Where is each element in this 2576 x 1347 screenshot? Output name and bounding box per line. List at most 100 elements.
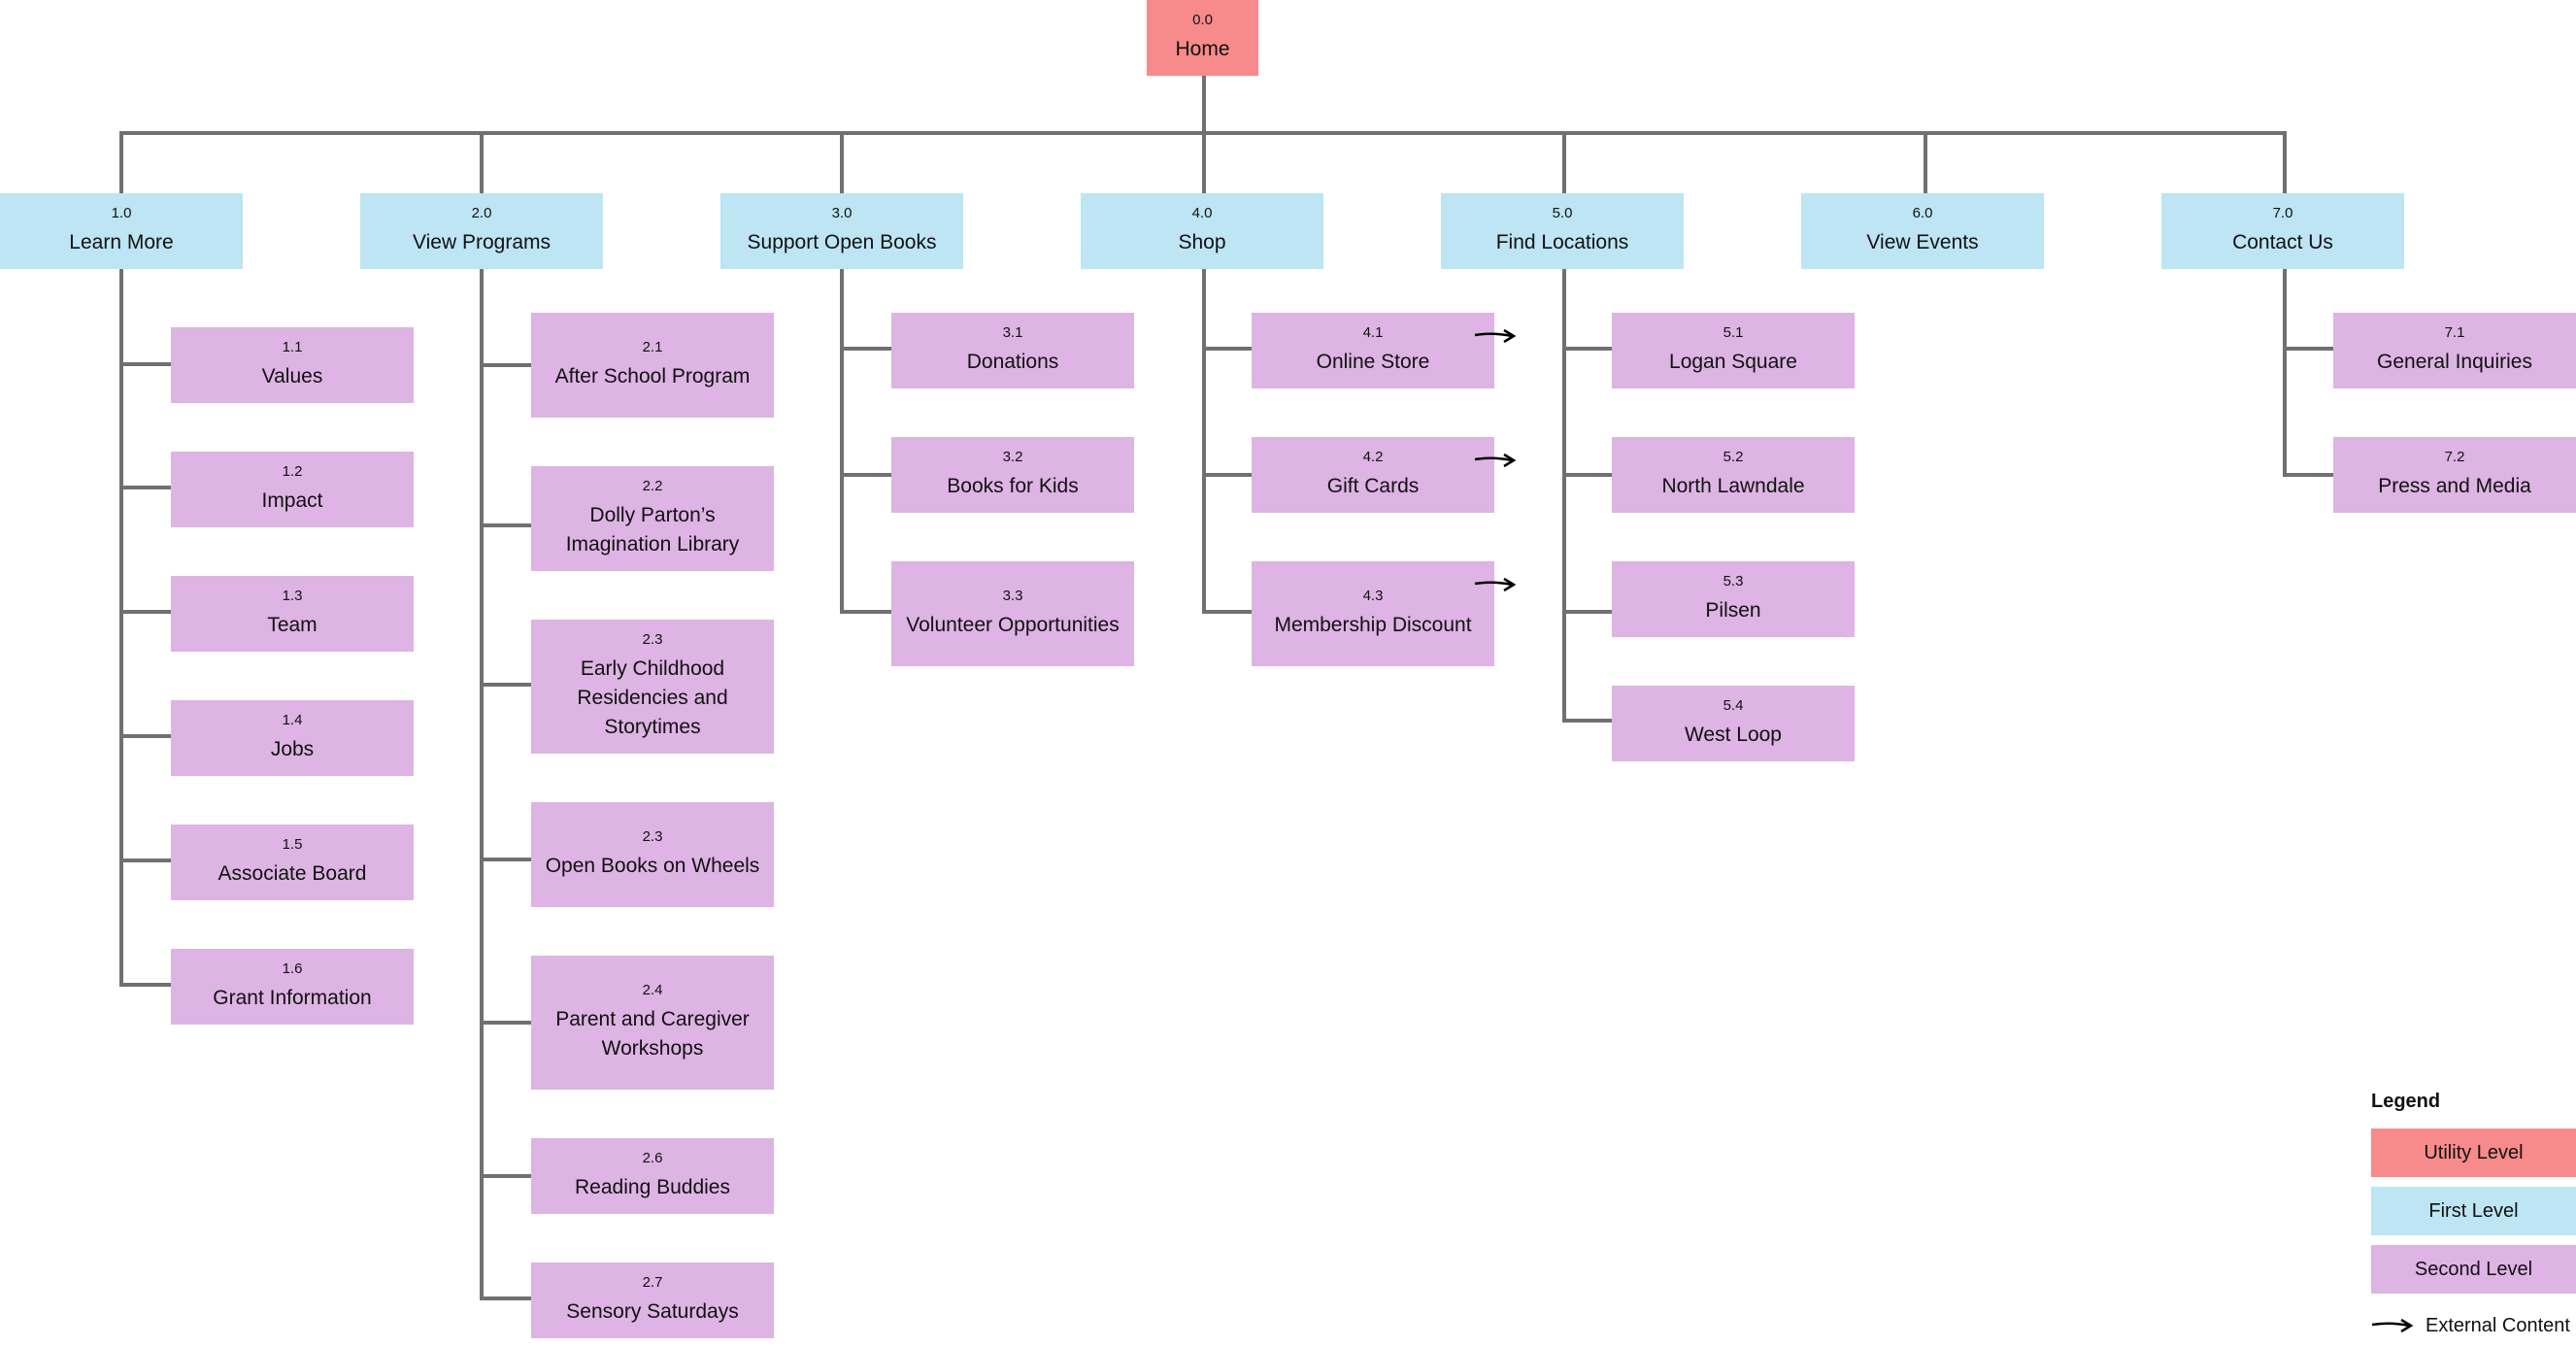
- node-label: Impact: [261, 489, 323, 512]
- node-label: Jobs: [270, 738, 315, 760]
- page-node-north-lawndale: 5.2 North Lawndale: [1612, 437, 1855, 513]
- node-label: Early Childhood Residencies and Storytim…: [577, 657, 728, 738]
- node-label: Pilsen: [1705, 599, 1761, 622]
- legend-second-level: Second Level: [2371, 1245, 2576, 1294]
- page-node-volunteer-opportunities: 3.3 Volunteer Opportunities: [891, 561, 1134, 666]
- node-number: 5.2: [1723, 449, 1744, 465]
- page-node-team: 1.3 Team: [171, 576, 414, 652]
- section-node-contact-us: 7.0 Contact Us: [2161, 193, 2404, 269]
- node-label: North Lawndale: [1661, 475, 1805, 497]
- node-label: Contact Us: [2232, 231, 2333, 253]
- page-node-after-school-program: 2.1 After School Program: [531, 313, 774, 418]
- node-number: 0.0: [1192, 12, 1213, 28]
- page-node-pilsen: 5.3 Pilsen: [1612, 561, 1855, 637]
- node-label: Press and Media: [2378, 475, 2531, 497]
- section-node-shop: 4.0 Shop: [1081, 193, 1323, 269]
- node-label: Learn More: [69, 231, 174, 253]
- legend-title: Legend: [2371, 1091, 2441, 1112]
- node-number: 1.2: [282, 463, 303, 480]
- node-number: 2.3: [642, 828, 663, 845]
- page-node-reading-buddies: 2.6 Reading Buddies: [531, 1138, 774, 1214]
- node-label: Volunteer Opportunities: [906, 614, 1120, 636]
- section-node-find-locations: 5.0 Find Locations: [1441, 193, 1684, 269]
- page-node-logan-square: 5.1 Logan Square: [1612, 313, 1855, 388]
- section-node-learn-more: 1.0 Learn More: [0, 193, 243, 269]
- node-number: 1.4: [282, 712, 303, 728]
- node-number: 1.1: [282, 339, 303, 355]
- node-number: 1.3: [282, 588, 303, 604]
- legend-utility-level: Utility Level: [2371, 1128, 2576, 1177]
- page-node-press-and-media: 7.2 Press and Media: [2333, 437, 2576, 513]
- node-label: Donations: [966, 351, 1059, 373]
- node-number: 2.6: [642, 1150, 663, 1166]
- node-label: Logan Square: [1669, 351, 1797, 373]
- node-label: Support Open Books: [747, 231, 937, 253]
- page-node-impact: 1.2 Impact: [171, 452, 414, 527]
- node-label: Values: [261, 365, 323, 387]
- node-number: 4.3: [1362, 588, 1384, 604]
- node-number: 4.2: [1362, 449, 1384, 465]
- legend-external-content: External Content: [2371, 1312, 2576, 1339]
- page-node-jobs: 1.4 Jobs: [171, 700, 414, 776]
- node-number: 2.1: [642, 339, 663, 355]
- node-number: 5.0: [1552, 205, 1573, 221]
- node-label: After School Program: [554, 365, 751, 387]
- node-label: Dolly Parton’s Imagination Library: [565, 504, 740, 556]
- node-number: 6.0: [1912, 205, 1933, 221]
- node-number: 2.7: [642, 1274, 663, 1291]
- node-label: Reading Buddies: [575, 1176, 730, 1198]
- node-label: Parent and Caregiver Workshops: [555, 1008, 750, 1060]
- node-number: 4.1: [1362, 324, 1384, 341]
- page-node-membership-discount: 4.3 Membership Discount: [1252, 561, 1494, 666]
- node-number: 5.1: [1723, 324, 1744, 341]
- page-node-associate-board: 1.5 Associate Board: [171, 825, 414, 900]
- node-label: Sensory Saturdays: [566, 1300, 739, 1323]
- page-node-books-for-kids: 3.2 Books for Kids: [891, 437, 1134, 513]
- node-label: West Loop: [1684, 724, 1782, 746]
- node-label: Find Locations: [1495, 231, 1629, 253]
- node-number: 1.0: [111, 205, 132, 221]
- node-label: Open Books on Wheels: [545, 855, 760, 877]
- node-number: 7.1: [2444, 324, 2465, 341]
- external-arrow-icon: [1474, 577, 1517, 592]
- external-arrow-icon: [1474, 328, 1517, 344]
- node-number: 3.3: [1002, 588, 1023, 604]
- node-number: 3.1: [1002, 324, 1023, 341]
- node-number: 3.0: [831, 205, 853, 221]
- node-label: Online Store: [1316, 351, 1430, 373]
- page-node-west-loop: 5.4 West Loop: [1612, 686, 1855, 761]
- node-number: 7.2: [2444, 449, 2465, 465]
- page-node-open-books-on-wheels: 2.3 Open Books on Wheels: [531, 802, 774, 907]
- section-node-view-programs: 2.0 View Programs: [360, 193, 603, 269]
- node-number: 2.0: [471, 205, 492, 221]
- external-arrow-icon: [1474, 453, 1517, 468]
- node-number: 2.2: [642, 478, 663, 494]
- node-label: General Inquiries: [2377, 351, 2532, 373]
- home-node: 0.0 Home: [1147, 0, 1258, 76]
- node-label: Gift Cards: [1326, 475, 1420, 497]
- node-label: Associate Board: [217, 862, 367, 885]
- page-node-sensory-saturdays: 2.7 Sensory Saturdays: [531, 1263, 774, 1338]
- node-number: 7.0: [2272, 205, 2293, 221]
- page-node-general-inquiries: 7.1 General Inquiries: [2333, 313, 2576, 388]
- node-number: 2.3: [642, 631, 663, 648]
- node-number: 5.3: [1723, 573, 1744, 589]
- page-node-values: 1.1 Values: [171, 327, 414, 403]
- node-number: 1.6: [282, 960, 303, 977]
- node-label: Home: [1175, 38, 1230, 60]
- node-label: Grant Information: [213, 987, 372, 1009]
- section-node-view-events: 6.0 View Events: [1801, 193, 2044, 269]
- legend-first-level: First Level: [2371, 1187, 2576, 1235]
- page-node-imagination-library: 2.2 Dolly Parton’s Imagination Library: [531, 466, 774, 571]
- page-node-gift-cards: 4.2 Gift Cards: [1252, 437, 1494, 513]
- page-node-early-childhood: 2.3 Early Childhood Residencies and Stor…: [531, 620, 774, 754]
- node-label: Books for Kids: [947, 475, 1079, 497]
- node-number: 1.5: [282, 836, 303, 853]
- page-node-caregiver-workshops: 2.4 Parent and Caregiver Workshops: [531, 956, 774, 1090]
- node-label: View Programs: [413, 231, 551, 253]
- node-label: Shop: [1178, 231, 1226, 253]
- section-node-support-open-books: 3.0 Support Open Books: [720, 193, 963, 269]
- node-number: 3.2: [1002, 449, 1023, 465]
